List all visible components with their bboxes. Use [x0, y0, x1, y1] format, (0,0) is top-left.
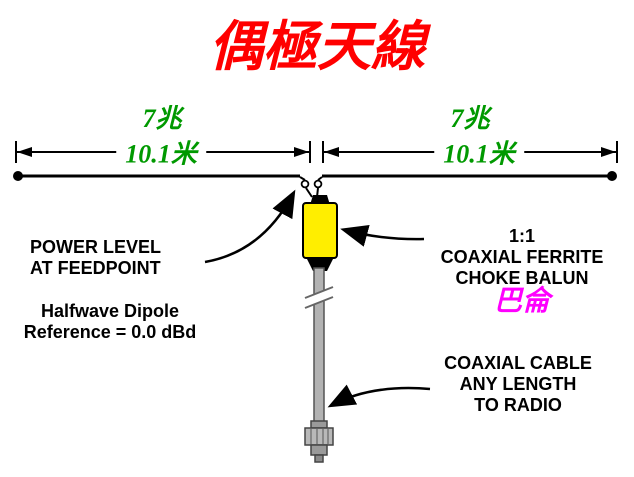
balun-line2: COAXIAL FERRITE — [440, 247, 604, 267]
antenna-wire — [13, 171, 617, 181]
page-title: 偶極天線 — [209, 17, 425, 77]
balun-line3: CHOKE BALUN — [455, 268, 589, 288]
cable-line1: COAXIAL CABLE — [444, 353, 592, 373]
callout-arrow-power — [204, 189, 296, 264]
cable-label: COAXIAL CABLE ANY LENGTH TO RADIO — [418, 353, 618, 416]
frequency-label-left: 7兆 — [142, 104, 182, 133]
cable-line3: TO RADIO — [474, 395, 562, 415]
feedpoint-terminals — [299, 176, 323, 198]
reference-label: Halfwave Dipole Reference = 0.0 dBd — [4, 301, 216, 343]
reference-line1: Halfwave Dipole — [40, 301, 180, 321]
coax-connector-graphic — [304, 420, 334, 463]
power-level-line1: POWER LEVEL — [30, 237, 162, 257]
length-label-left: 10.1米 — [116, 133, 206, 171]
balun-label-chinese: 巴侖 — [493, 286, 550, 317]
balun-line1: 1:1 — [508, 226, 535, 246]
power-level-label: POWER LEVEL AT FEEDPOINT — [30, 237, 161, 279]
reference-line2: Reference = 0.0 dBd — [23, 322, 197, 342]
balun-graphic — [302, 195, 338, 271]
cable-line2: ANY LENGTH — [459, 374, 577, 394]
length-label-right: 10.1米 — [434, 133, 524, 171]
balun-label: 1:1 COAXIAL FERRITE CHOKE BALUN — [412, 226, 632, 289]
callout-arrow-cable — [327, 384, 431, 408]
cable-break-icon — [303, 286, 335, 309]
frequency-label-right: 7兆 — [450, 104, 490, 133]
callout-arrow-balun — [340, 225, 425, 247]
power-level-line2: AT FEEDPOINT — [30, 258, 161, 278]
